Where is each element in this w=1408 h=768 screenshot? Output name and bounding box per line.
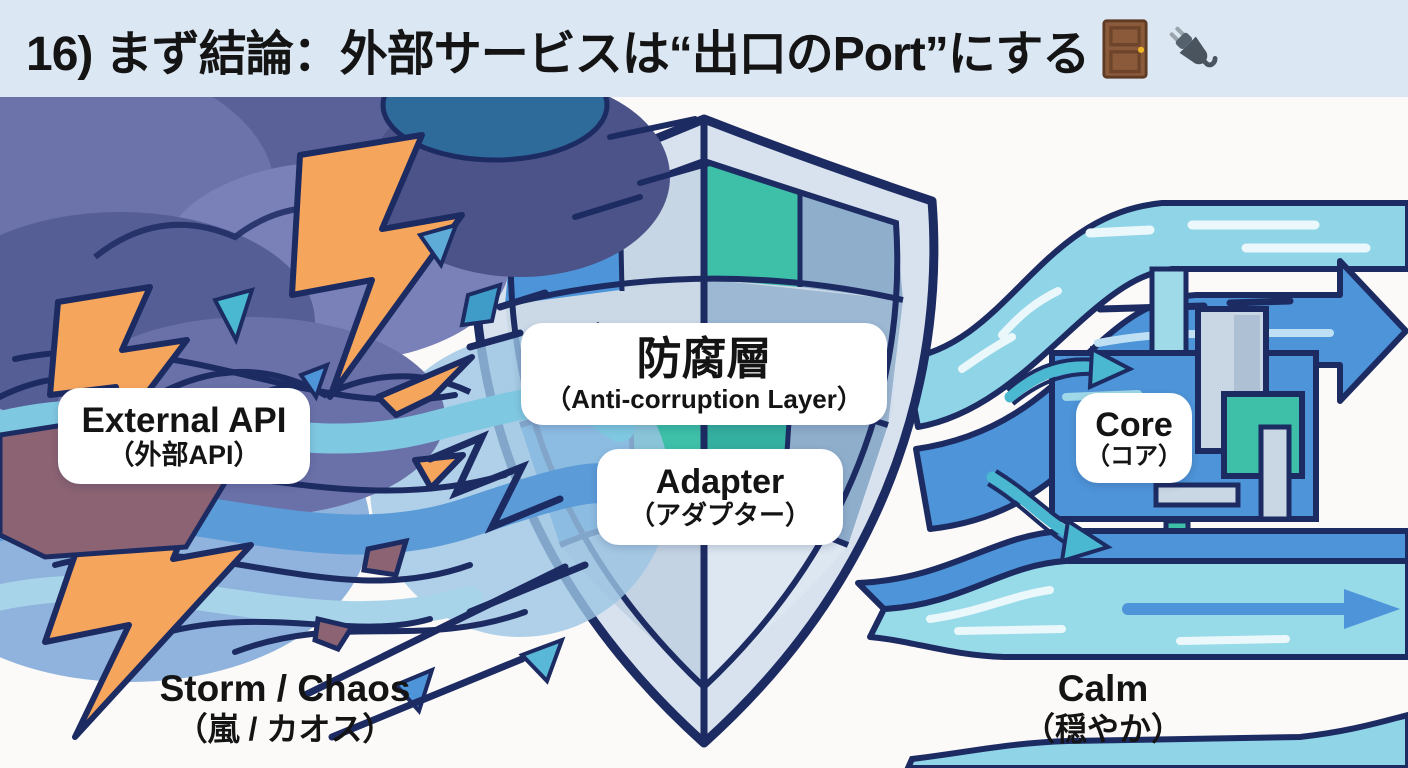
lightning-shard <box>375 354 475 418</box>
core-label: Core （コア） <box>1076 393 1192 483</box>
core-title: Core <box>1095 405 1173 444</box>
curved-arrowhead <box>1059 517 1113 564</box>
pipe <box>1149 266 1189 362</box>
illustration-canvas: External API （外部API） 防腐層 （Anti-corruptio… <box>0 97 1408 768</box>
external-api-label: External API （外部API） <box>58 388 310 484</box>
calm-caption-subtitle: （穏やか） <box>1022 710 1183 747</box>
flow-stream-top <box>902 200 1408 532</box>
flow-arrows <box>986 345 1135 564</box>
impact-lines <box>301 289 589 741</box>
storm-caption: Storm / Chaos （嵐 / カオス） <box>118 667 452 748</box>
curved-arrowhead <box>1087 345 1135 391</box>
calm-caption-title: Calm <box>1057 668 1149 709</box>
adapter-title: Adapter <box>655 463 785 502</box>
flow-arrowhead <box>1344 589 1400 629</box>
adapter-label: Adapter （アダプター） <box>597 449 843 545</box>
calm-caption: Calm （穏やか） <box>988 667 1218 748</box>
anti-corruption-label: 防腐層 （Anti-corruption Layer） <box>521 323 887 425</box>
plug-icon <box>1169 26 1218 67</box>
lightning-bolt <box>289 132 465 400</box>
title-icons <box>1099 18 1221 80</box>
door-icon <box>1102 18 1148 79</box>
flow-stream-bottom <box>855 528 1408 768</box>
external-api-subtitle: （外部API） <box>107 440 261 471</box>
title-bar: 16) まず結論：外部サービスは“出口のPort”にする <box>0 0 1408 97</box>
anti-corruption-subtitle: （Anti-corruption Layer） <box>545 384 863 415</box>
slide-title: 16) まず結論：外部サービスは“出口のPort”にする <box>26 27 1090 81</box>
external-api-title: External API <box>81 401 287 441</box>
storm-caption-title: Storm / Chaos <box>159 668 411 709</box>
core-subtitle: （コア） <box>1086 442 1182 470</box>
adapter-subtitle: （アダプター） <box>628 500 811 531</box>
anti-corruption-title: 防腐層 <box>636 332 772 384</box>
storm-caption-subtitle: （嵐 / カオス） <box>175 710 395 747</box>
